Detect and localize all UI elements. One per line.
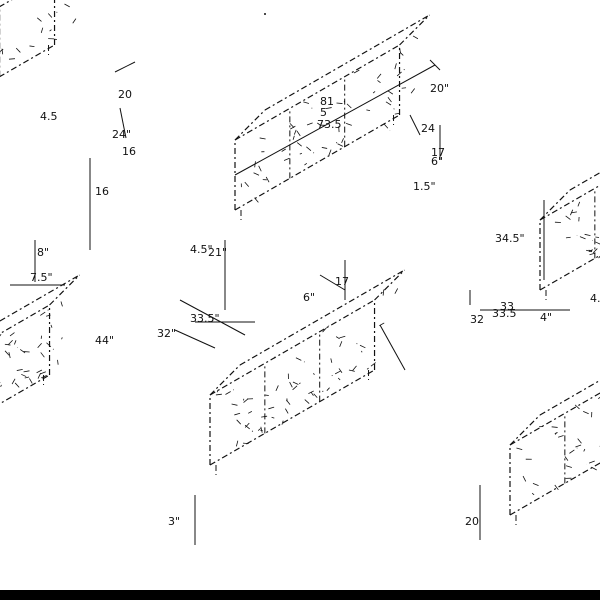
sofa-outline: [234, 14, 430, 220]
dimension-label: 6": [431, 155, 443, 168]
dimension-label: 4.5: [40, 110, 58, 123]
dimension-label: 17: [431, 146, 445, 159]
dimension-label: 3": [168, 515, 180, 528]
dimension-label: 21": [208, 246, 227, 259]
dimension-label: 33: [500, 300, 514, 313]
dimension-label: 73.5: [317, 118, 342, 131]
bottom-bar: [0, 590, 600, 600]
stray-dot: [264, 13, 266, 15]
dimension-label: 20: [465, 515, 479, 528]
sofa-bottom-right: 20: [465, 379, 600, 540]
sofa-top-left: 20 4.5 24" 16 16 8" 7.5": [0, 0, 136, 286]
sofa-outline: [0, 274, 80, 405]
dimension-label: 16: [95, 185, 109, 198]
sofa-outline: [209, 269, 405, 475]
dimension-lines: [194, 324, 406, 545]
dimension-label: 17: [335, 275, 349, 288]
sofa-bottom-center: 3": [168, 269, 406, 545]
dimension-label: 32: [470, 313, 484, 326]
dimension-label: 33.5: [492, 307, 517, 320]
dimension-label: 34.5": [495, 232, 525, 245]
dimension-label: 1.5": [413, 180, 436, 193]
dimension-label: 16: [122, 145, 136, 158]
dimension-lines: [10, 61, 136, 286]
sofa-outline: [509, 379, 600, 525]
dimension-label: 7.5": [30, 271, 53, 284]
sofa-top-center: 81 5 73.5 20" 24 17 6" 1.5" 4.5" 21" 17 …: [157, 14, 449, 349]
dimension-label: 20: [118, 88, 132, 101]
dimension-label: 24": [112, 128, 131, 141]
sofa-bottom-left: 44": [0, 274, 114, 405]
dimension-label: 44": [95, 334, 114, 347]
dimension-label: 4.5": [190, 243, 213, 256]
sofa-top-right: 34.5" 33 32 33.5 4" 4.: [469, 171, 600, 326]
dimension-lines: [174, 59, 441, 349]
dimension-label: 81: [320, 95, 334, 108]
dimension-label: 6": [303, 291, 315, 304]
dimension-label: 8": [37, 246, 49, 259]
dimension-label: 24: [421, 122, 435, 135]
dimension-label: 20": [430, 82, 449, 95]
sofa-outline: [0, 0, 77, 78]
dimension-label: 32": [157, 327, 176, 340]
sofa-outline: [539, 171, 600, 300]
dimension-label: 4.: [590, 292, 600, 305]
dimension-label: 4": [540, 311, 552, 324]
dimension-lines: [469, 200, 570, 311]
dimension-label: 5: [320, 106, 327, 119]
dimension-label: 33.5": [190, 312, 220, 325]
